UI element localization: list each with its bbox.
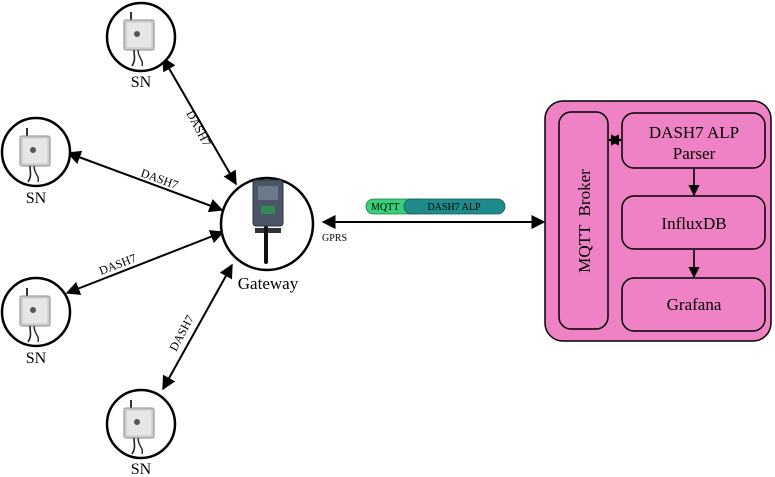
link-upper-left: [66, 150, 224, 213]
grafana-label: Grafana: [667, 295, 722, 314]
alp-parser-box: DASH7 ALP Parser: [621, 112, 766, 169]
influxdb-label: InfluxDB: [661, 214, 726, 233]
mqtt-broker-label: MQTT Broker: [575, 169, 594, 273]
sensor-node-label: SN: [131, 74, 152, 91]
link-top: [162, 56, 237, 186]
grafana-box: Grafana: [621, 277, 766, 332]
link-bottom: [162, 263, 233, 391]
link-lower-left: [65, 230, 225, 295]
alp-parser-label-2: Parser: [673, 144, 716, 163]
link-label-top: DASH7: [183, 108, 214, 149]
link-label-bottom: DASH7: [166, 313, 197, 354]
influxdb-box: InfluxDB: [621, 195, 766, 250]
link-label-upper-left: DASH7: [139, 166, 180, 192]
alp-pill: [403, 198, 506, 215]
alp-parser-label-1: DASH7 ALP: [649, 123, 739, 142]
alp-label: DASH7 ALP: [427, 202, 481, 213]
mqtt-label: MQTT: [371, 202, 399, 213]
sensor-node-bottom: SN: [105, 388, 177, 477]
gateway-device-icon: [252, 179, 284, 264]
sensor-node-upper-left: SN: [0, 116, 72, 207]
sensor-node-lower-left: SN: [0, 276, 72, 367]
gateway-label: Gateway: [238, 274, 299, 293]
gateway-node: Gateway: [219, 176, 315, 293]
sensor-node-top: SN: [105, 1, 177, 91]
mqtt-broker-box: MQTT Broker: [558, 111, 609, 330]
packet-capsule: MQTT DASH7 ALP: [365, 198, 506, 215]
server-block: MQTT Broker DASH7 ALP Parser InfluxDB Gr…: [544, 100, 772, 342]
sensor-node-label: SN: [26, 350, 47, 367]
sensor-node-label: SN: [131, 461, 152, 477]
sensor-node-label: SN: [26, 190, 47, 207]
link-label-gprs: GPRS: [322, 233, 347, 244]
